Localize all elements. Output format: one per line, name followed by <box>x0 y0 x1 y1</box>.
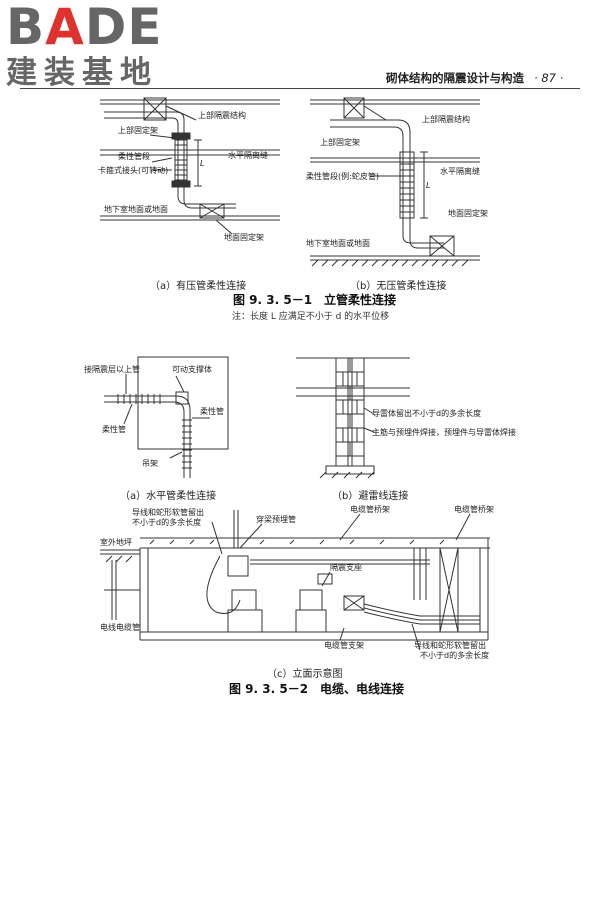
fig1a-label-L: L <box>200 159 204 168</box>
fig2b-label-2: 主筋与预埋件焊接，预埋件与导雷体焊接 <box>372 427 516 437</box>
fig1b-caption: （b）无压管柔性连接 <box>350 281 447 292</box>
fig2a-drawing <box>104 356 229 478</box>
fig1a-label-flex: 柔性管段 <box>118 151 150 161</box>
fig2c-label-tray: 电缆管桥架 <box>350 504 390 514</box>
fig2c-label-tray2: 电缆管桥架 <box>454 504 494 514</box>
fig1b-label-ground: 地下室地面或地面 <box>306 238 370 248</box>
page-number: · 87 · <box>534 71 564 85</box>
running-header: 砌体结构的隔震设计与构造 · 87 · <box>386 70 563 86</box>
fig1a-label-ground: 地下室地面或地面 <box>104 204 168 214</box>
fig2c-drawing <box>100 510 490 651</box>
fig1a-label-gap: 水平隔离缝 <box>228 150 268 160</box>
logo-bade: BADE <box>6 2 163 52</box>
fig2a-label-pipe: 接隔震层以上管 <box>84 364 140 374</box>
fig1a-label-fix-ground: 地面固定架 <box>224 232 264 242</box>
fig1a-caption: （a）有压管柔性连接 <box>150 281 247 292</box>
fig2c-label-bearing: 隔震支座 <box>330 562 362 572</box>
fig1b-label-top: 上部隔震结构 <box>422 114 470 124</box>
fig2c-label-outdoor: 室外地坪 <box>100 537 132 547</box>
fig2b-caption: （b）避雷线连接 <box>332 491 409 502</box>
logo-letter-a: A <box>45 0 85 56</box>
fig2c-label-wire-top: 导线和蛇形软管留出 <box>132 507 204 517</box>
fig2a-caption: （a）水平管柔性连接 <box>120 491 217 502</box>
fig1b-label-gap: 水平隔离缝 <box>440 166 480 176</box>
fig2a-label-hanger: 吊架 <box>142 459 158 468</box>
fig2a-label-support: 可动支撑体 <box>172 364 212 374</box>
fig2c-label-wire-top2: 不小于d的多余长度 <box>132 517 201 527</box>
fig1b-label-fix-top: 上部固定架 <box>320 137 360 147</box>
fig2c-label-wire-bottom2: 不小于d的多余长度 <box>420 650 489 660</box>
fig2c-label-sleeve: 穿梁预埋管 <box>256 514 296 524</box>
fig2b-label-1: 导雷体留出不小于d的多余长度 <box>372 408 481 418</box>
fig1a-label-top: 上部隔震结构 <box>198 110 246 120</box>
fig2b-drawing <box>296 357 410 479</box>
fig1b-label-fix-ground: 地面固定架 <box>448 208 488 218</box>
header-title: 砌体结构的隔震设计与构造 <box>386 71 524 85</box>
fig2a-label-flex-right: 柔性管 <box>200 406 224 416</box>
fig2a-label-flex-left: 柔性管 <box>102 424 126 434</box>
fig1a-drawing <box>100 97 280 235</box>
fig2-title: 图 9. 3. 5－2 电缆、电线连接 <box>229 682 405 696</box>
fig1a-label-fix-top: 上部固定架 <box>118 125 158 135</box>
header-rule <box>20 88 580 89</box>
logo-letters-de: DE <box>84 0 163 56</box>
fig2c-label-cable-support: 电缆管支架 <box>324 640 364 650</box>
fig1-note: 注：长度 L 应满足不小于 d 的水平位移 <box>232 312 390 322</box>
fig1b-drawing <box>310 97 480 267</box>
fig1b-label-L: L <box>426 181 430 190</box>
fig2c-caption: （c）立面示意图 <box>267 669 343 680</box>
fig2c-label-wire-bottom: 导线和蛇形软管留出 <box>414 640 486 650</box>
fig1-title: 图 9. 3. 5－1 立管柔性连接 <box>233 293 397 307</box>
fig1b-label-flex: 柔性管段(例:蛇皮管) <box>306 171 379 181</box>
logo-letter-b: B <box>6 0 46 56</box>
logo-cjk: 建装基地 <box>6 55 158 91</box>
fig2c-label-conduit: 电线电缆管 <box>100 622 140 632</box>
fig1a-label-joint: 卡箍式接头(可转动) <box>98 165 168 175</box>
